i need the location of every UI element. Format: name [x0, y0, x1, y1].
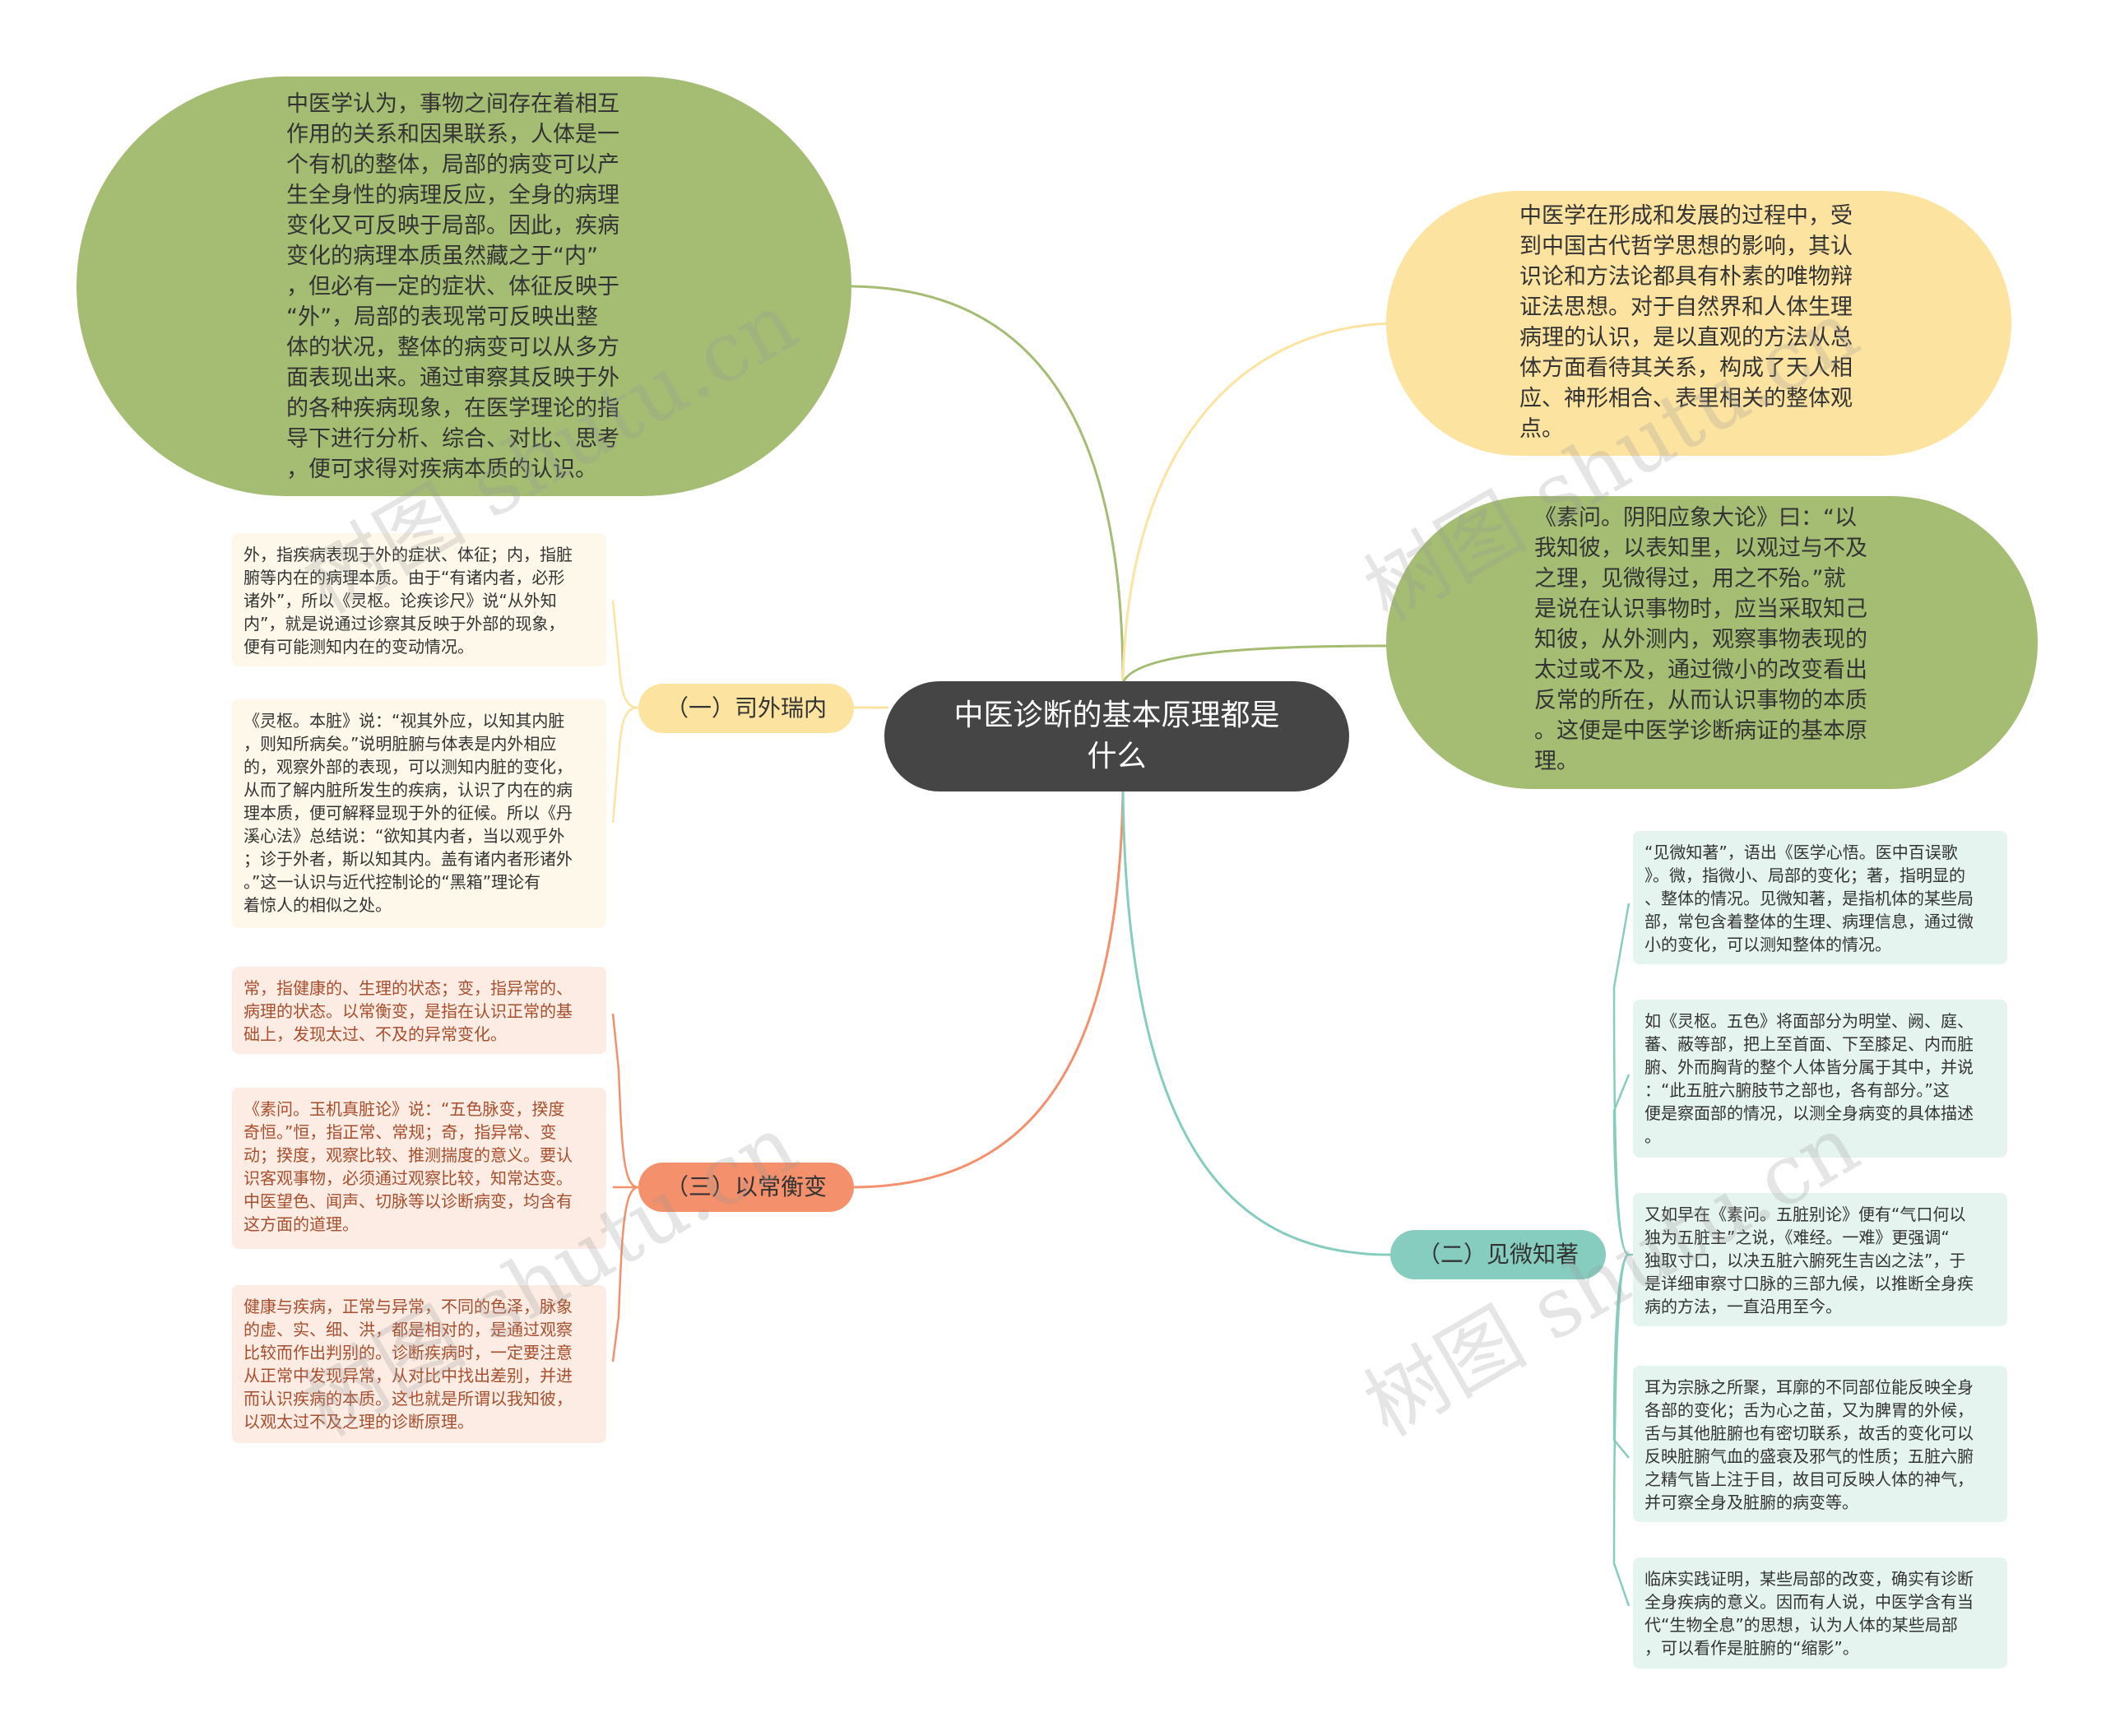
- link-branch-3: [851, 789, 1125, 1189]
- branch-1-card-2: 《灵枢。本脏》说：“视其外应，以知其内脏 ，则知所病矣。”说明脏腑与体表是内外相…: [232, 699, 606, 928]
- top-right-text-1: 中医学在形成和发展的过程中，受 到中国古代哲学思想的影响，其认 识论和方法论都具…: [1519, 203, 1853, 442]
- branch-2-card-2: 如《灵枢。五色》将面部分为明堂、阙、庭、 蕃、蔽等部，把上至首面、下至膝足、内而…: [1633, 1000, 2007, 1158]
- top-right-pill-2[interactable]: 《素问。阴阳应象大论》曰：“以 我知彼，以表知里，以观过与不及 之理，见微得过，…: [1386, 496, 2038, 789]
- top-left-pill[interactable]: 中医学认为，事物之间存在着相互 作用的关系和因果联系，人体是一 个有机的整体，局…: [77, 77, 851, 496]
- branch-2-card-5: 临床实践证明，某些局部的改变，确实有诊断 全身疾病的意义。因而有人说，中医学含有…: [1633, 1557, 2007, 1669]
- branch-2-card-4: 耳为宗脉之所聚，耳廓的不同部位能反映全身 各部的变化；舌为心之苗，又为脾胃的外候…: [1633, 1366, 2007, 1522]
- branch-3-card-3: 健康与疾病，正常与异常，不同的色泽，脉象 的虚、实、细、洪，都是相对的，是通过观…: [232, 1285, 606, 1443]
- link-top-right-1: [1121, 322, 1391, 684]
- branch-1-label[interactable]: （一）司外瑞内: [638, 684, 854, 733]
- center-topic-label: 中医诊断的基本原理都是 什么: [953, 699, 1280, 773]
- link-top-right-2: [1121, 644, 1391, 684]
- branch-1-card-1: 外，指疾病表现于外的症状、体征；内，指脏 腑等内在的病理本质。由于“有诸内者，必…: [232, 533, 606, 666]
- top-right-text-2: 《素问。阴阳应象大论》曰：“以 我知彼，以表知里，以观过与不及 之理，见微得过，…: [1534, 505, 1867, 774]
- top-right-pill-1[interactable]: 中医学在形成和发展的过程中，受 到中国古代哲学思想的影响，其认 识论和方法论都具…: [1386, 191, 2011, 456]
- branch-2-card-1: “见微知著”，语出《医学心悟。医中百误歌 》。微，指微小、局部的变化；著，指明显…: [1633, 831, 2007, 964]
- branch-3-label[interactable]: （三）以常衡变: [638, 1163, 854, 1212]
- top-left-text: 中医学认为，事物之间存在着相互 作用的关系和因果联系，人体是一 个有机的整体，局…: [286, 91, 619, 482]
- link-top-left: [851, 285, 1125, 684]
- branch-3-card-2: 《素问。玉机真脏论》说：“五色脉变，揆度 奇恒。”恒，指正常、常规；奇，指异常、…: [232, 1088, 606, 1249]
- bracket-branch-1: [611, 600, 639, 824]
- center-topic[interactable]: 中医诊断的基本原理都是 什么: [884, 681, 1349, 791]
- link-branch-2: [1121, 789, 1391, 1256]
- branch-3-card-1: 常，指健康的、生理的状态；变，指异常的、 病理的状态。以常衡变，是指在认识正常的…: [232, 967, 606, 1054]
- bracket-branch-2: [1612, 903, 1633, 1607]
- bracket-branch-3: [611, 1013, 639, 1362]
- branch-2-card-3: 又如早在《素问。五脏别论》便有“气口何以 独为五脏主”之说，《难经。一难》更强调…: [1633, 1193, 2007, 1326]
- branch-2-label[interactable]: （二）见微知著: [1390, 1230, 1606, 1279]
